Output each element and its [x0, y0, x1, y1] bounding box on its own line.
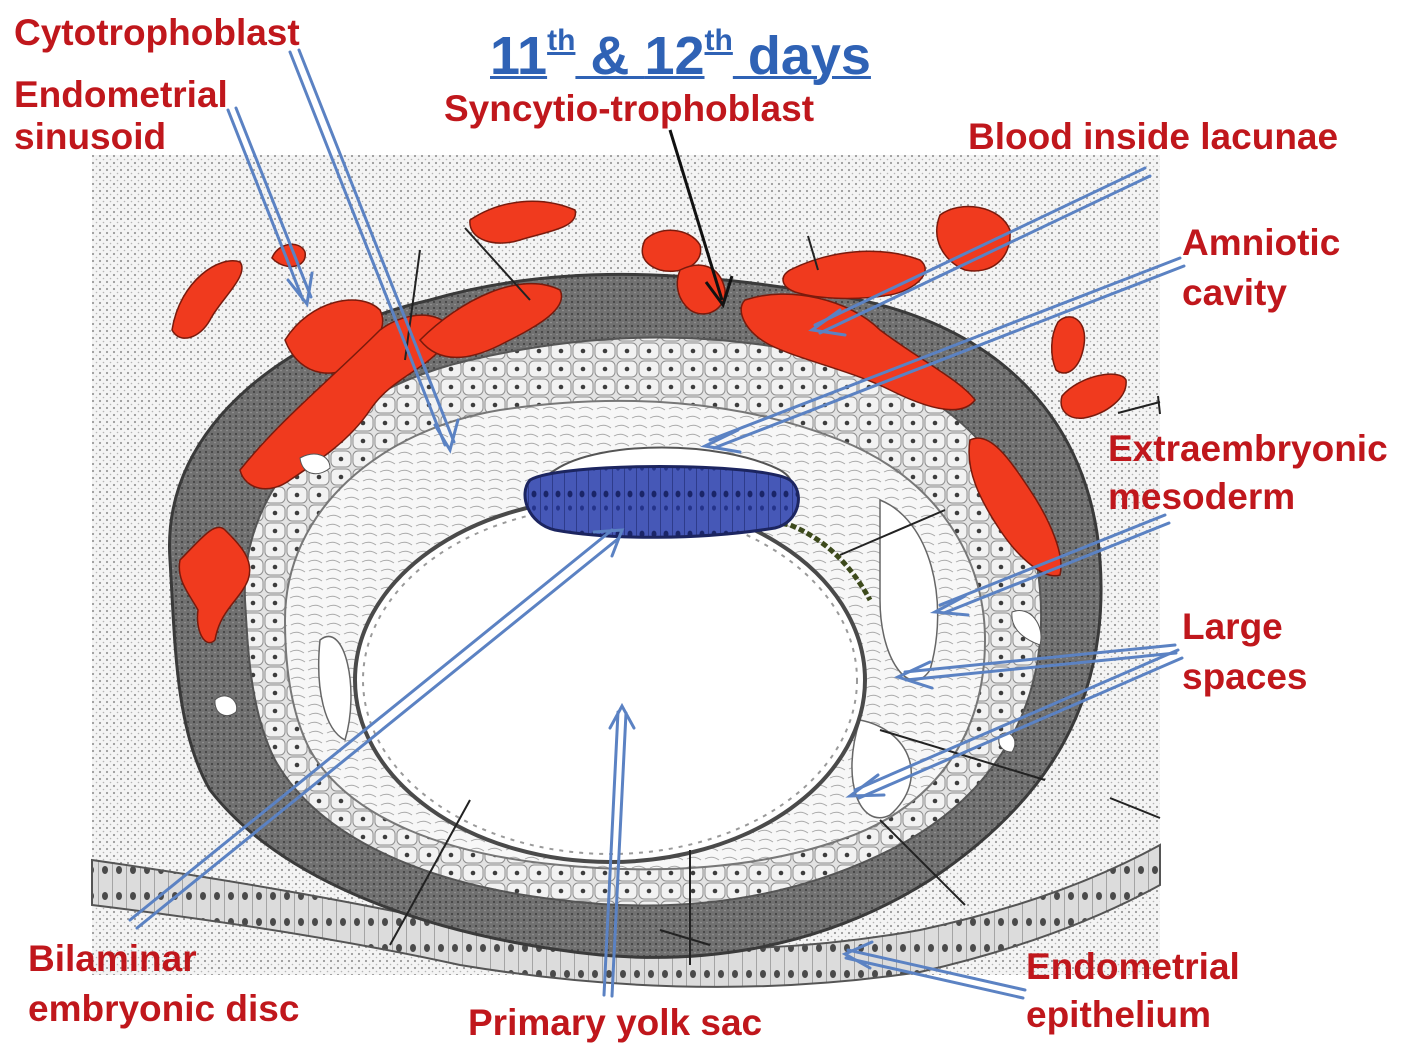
label-amniotic-cavity-line2: cavity	[1182, 268, 1287, 318]
title-num2: 12	[644, 26, 704, 86]
primary-yolk-sac	[355, 498, 865, 862]
label-endometrial-sinusoid-line2: sinusoid	[14, 112, 166, 162]
label-syncytiotrophoblast: Syncytio-trophoblast	[444, 84, 814, 134]
label-extraembryonic-mesoderm-line1: Extraembryonic	[1108, 424, 1388, 474]
title-amp: &	[575, 26, 644, 86]
label-amniotic-cavity-line1: Amniotic	[1182, 218, 1340, 268]
label-large-spaces-line1: Large	[1182, 602, 1283, 652]
bilaminar-disc	[525, 467, 798, 538]
label-primary-yolk-sac: Primary yolk sac	[468, 998, 762, 1048]
title-num1: 11	[490, 26, 547, 86]
label-endometrial-epithelium-line2: epithelium	[1026, 990, 1211, 1040]
label-bilaminar-disc-line1: Bilaminar	[28, 934, 197, 984]
label-endometrial-epithelium-line1: Endometrial	[1026, 942, 1240, 992]
page-title: 11th & 12th days	[490, 8, 871, 89]
label-extraembryonic-mesoderm-line2: mesoderm	[1108, 472, 1295, 522]
title-sup1: th	[547, 24, 575, 57]
title-sup2: th	[705, 24, 733, 57]
label-bilaminar-disc-line2: embryonic disc	[28, 984, 299, 1034]
title-word: days	[733, 26, 871, 86]
label-large-spaces-line2: spaces	[1182, 652, 1308, 702]
label-cytotrophoblast: Cytotrophoblast	[14, 8, 300, 58]
label-blood-inside-lacunae: Blood inside lacunae	[968, 112, 1338, 162]
